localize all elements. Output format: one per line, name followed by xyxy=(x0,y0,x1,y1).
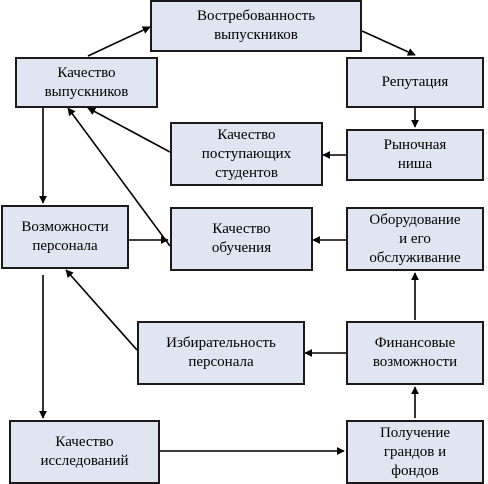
node-oborudovanie-i-obsluzhivanie: Оборудование и его обслуживание xyxy=(346,207,484,271)
arrow-izbiratelnost-to-vozmozhnosti xyxy=(65,269,138,351)
node-kachestvo-vypusknikov: Качество выпускников xyxy=(15,57,158,108)
node-kachestvo-postupayushchikh-studentov: Качество поступающих студентов xyxy=(170,122,323,186)
arrow-kachestvo-obucheniya-to-kachestvo-vypusknikov xyxy=(67,107,171,247)
node-izbiratelnost-personala: Избирательность персонала xyxy=(137,321,305,385)
node-kachestvo-issledovaniy: Качество исследований xyxy=(9,420,160,484)
node-finansovye-vozmozhnosti: Финансовые возможности xyxy=(346,321,484,385)
node-reputatsiya: Репутация xyxy=(346,57,484,108)
arrow-vostrebovannost-to-reputatsiya xyxy=(361,30,416,56)
node-rynochnaya-nisha: Рыночная ниша xyxy=(346,129,484,181)
node-poluchenie-grandov-i-fondov: Получение грандов и фондов xyxy=(346,420,484,484)
arrow-kachestvo-postupayushchikh-to-kachestvo-vypusknikov xyxy=(87,107,171,153)
node-vostrebovannost-vypusknikov: Востребованность выпускников xyxy=(150,0,362,52)
node-kachestvo-obucheniya: Качество обучения xyxy=(170,207,313,271)
node-vozmozhnosti-personala: Возможности персонала xyxy=(1,205,129,269)
arrow-kachestvo-vypusknikov-to-vostrebovannost xyxy=(87,26,151,57)
